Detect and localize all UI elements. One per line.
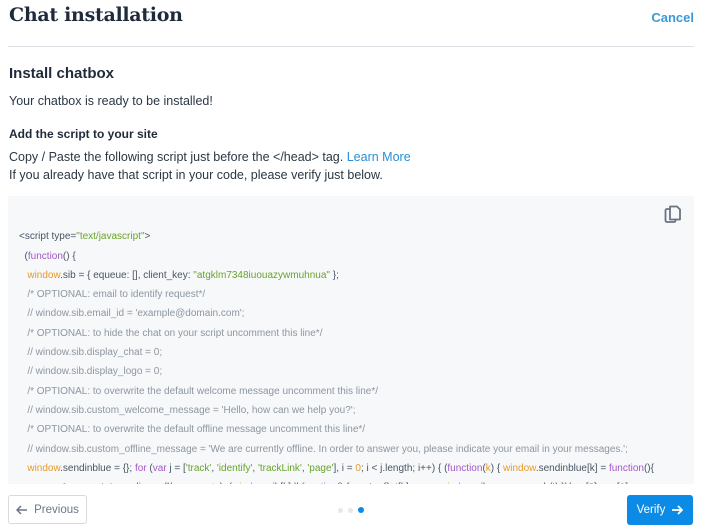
code-line: <script type="text/javascript"> <box>19 231 151 243</box>
step-indicator <box>338 507 364 513</box>
code-line: /* OPTIONAL: to hide the chat on your sc… <box>19 327 323 339</box>
code-line: var arg = Array.prototype.slice.call(arg… <box>19 478 654 484</box>
code-line: (function() { <box>19 250 76 262</box>
arrow-right-icon <box>672 505 684 515</box>
step-dot-2 <box>348 507 353 513</box>
code-line: // window.sib.custom_welcome_message = '… <box>19 404 356 416</box>
code-line: // window.sib.custom_offline_message = '… <box>19 443 628 455</box>
previous-label: Previous <box>34 503 79 516</box>
copy-icon[interactable] <box>664 204 682 224</box>
code-snippet: <script type="text/javascript"> (functio… <box>19 208 654 484</box>
code-line: /* OPTIONAL: email to identify request*/ <box>19 289 206 301</box>
code-line: // window.sib.display_chat = 0; <box>19 347 163 359</box>
code-line: // window.sib.email_id = 'example@domain… <box>19 308 245 320</box>
code-line: window.sendinblue = {}; for (var j = ['t… <box>27 462 654 474</box>
arrow-left-icon <box>16 504 28 515</box>
verify-hint: If you already have that script in your … <box>9 168 383 182</box>
learn-more-link[interactable]: Learn More <box>346 150 411 164</box>
page-title: Chat installation <box>9 4 183 26</box>
header-divider <box>8 46 694 47</box>
subheading: Add the script to your site <box>9 127 158 141</box>
step-dot-1 <box>338 507 343 513</box>
verify-label: Verify <box>636 504 666 516</box>
ready-text: Your chatbox is ready to be installed! <box>9 94 213 108</box>
previous-button[interactable]: Previous <box>8 495 87 524</box>
step-dot-3-active <box>358 507 364 513</box>
section-heading: Install chatbox <box>9 65 115 82</box>
cancel-button[interactable]: Cancel <box>651 10 694 25</box>
code-line: window.sib = { equeue: [], client_key: "… <box>27 269 339 281</box>
code-snippet-box[interactable]: <script type="text/javascript"> (functio… <box>8 196 694 484</box>
code-line: // window.sib.display_logo = 0; <box>19 366 163 378</box>
code-line: /* OPTIONAL: to overwrite the default we… <box>19 385 379 397</box>
code-line: /* OPTIONAL: to overwrite the default of… <box>19 424 366 436</box>
instruction-prefix: Copy / Paste the following script just b… <box>9 150 344 164</box>
verify-button[interactable]: Verify <box>627 495 693 525</box>
instruction-text: Copy / Paste the following script just b… <box>9 150 411 164</box>
